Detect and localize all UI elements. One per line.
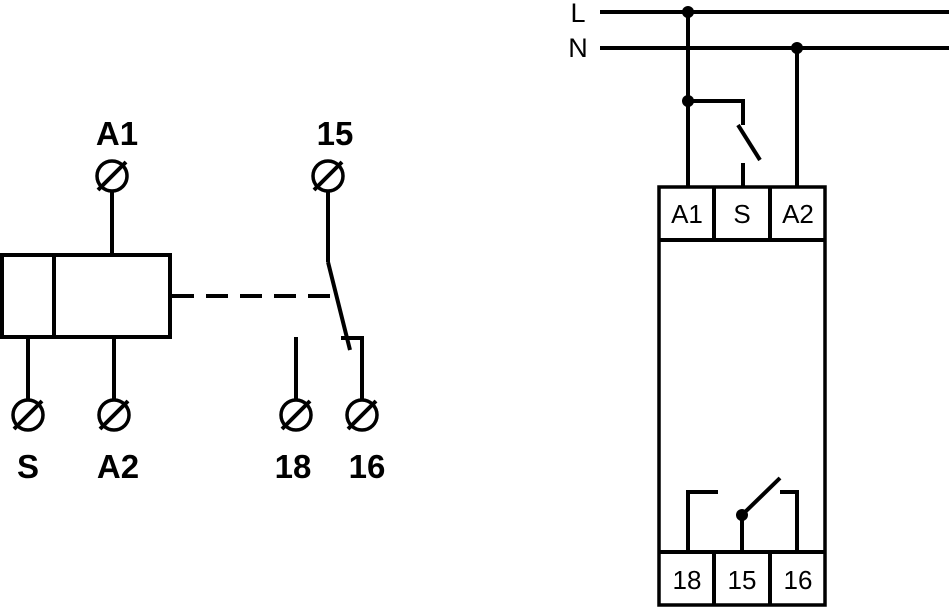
module-terminal-a2: A2 [782,199,814,229]
terminal-label-16: 16 [349,448,386,485]
terminal-label-a2: A2 [97,448,139,485]
terminal-label-18: 18 [275,448,312,485]
junction-l [682,6,694,18]
terminal-16 [345,398,379,432]
junction-switch [682,95,694,107]
terminal-label-15: 15 [317,115,354,152]
relay-schematic: A1 S A2 15 [0,115,386,485]
terminal-label-a1: A1 [96,115,138,152]
module-terminal-18: 18 [673,565,702,595]
control-switch-blade [736,123,762,162]
bottom-terminal-row: 18 15 16 [659,550,825,605]
contact-blade [326,261,352,351]
module-terminal-15: 15 [728,565,757,595]
line-label-l: L [570,0,585,28]
wire-16 [341,336,364,401]
terminal-label-s: S [17,448,39,485]
top-terminal-row: A1 S A2 [659,187,825,242]
terminal-18 [279,398,313,432]
module-terminal-16: 16 [784,565,813,595]
terminal-15 [311,159,345,193]
terminal-a1 [95,159,129,193]
terminal-s [11,398,45,432]
relay-coil [0,253,172,339]
internal-contact [686,476,799,552]
junction-n [791,42,803,54]
wire-switch-feed [688,99,745,125]
terminal-a2 [97,398,131,432]
module-terminal-s: S [733,199,750,229]
wiring-diagram: L N A1 S A2 [568,0,949,607]
line-label-n: N [568,33,588,63]
module-terminal-a1: A1 [671,199,703,229]
